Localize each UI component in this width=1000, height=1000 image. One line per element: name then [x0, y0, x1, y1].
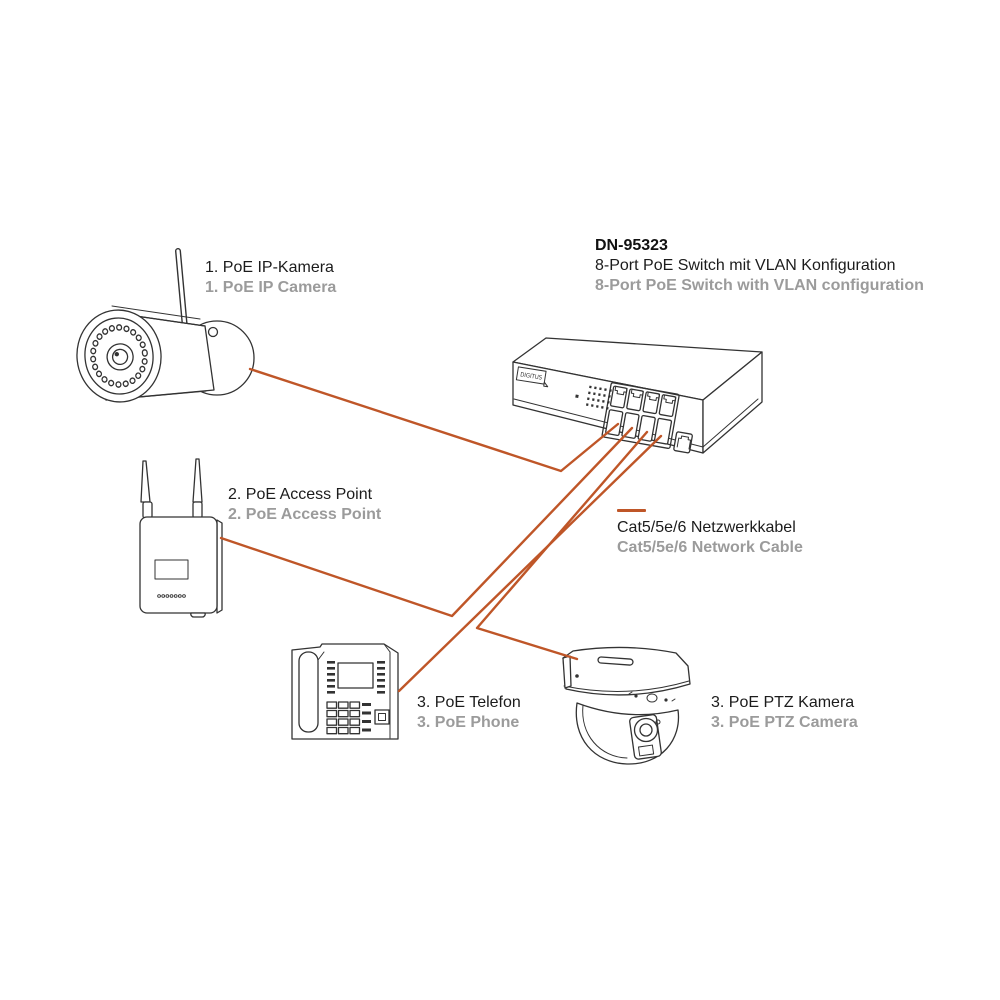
uplink-port: [673, 431, 693, 454]
switch-title-block: DN-95323 8-Port PoE Switch mit VLAN Konf…: [595, 236, 924, 296]
ptz-housing: [562, 646, 691, 696]
ptz-dome: [575, 702, 680, 765]
label-ip-camera-de: 1. PoE IP-Kamera: [205, 259, 334, 276]
phone-softkeys: [327, 661, 385, 694]
ip-camera-drawing: [76, 248, 255, 403]
access-point-drawing: [139, 458, 223, 618]
ap-body: [139, 516, 218, 614]
phone-function-keys: [362, 703, 371, 732]
label-phone-en: 3. PoE Phone: [417, 714, 520, 731]
ptz-camera-drawing: [562, 646, 691, 765]
ptz-lens: [629, 714, 662, 760]
label-ip-camera: 1. PoE IP-Kamera 1. PoE IP Camera: [205, 258, 336, 298]
label-phone: 3. PoE Telefon 3. PoE Phone: [417, 693, 521, 733]
cable-ip-camera: [248, 367, 620, 473]
ap-side-face: [216, 519, 223, 614]
digitus-logo-text: DIGITUS: [520, 371, 543, 381]
led-grid: [585, 385, 614, 410]
switch-model: DN-95323: [595, 237, 668, 254]
label-phone-de: 3. PoE Telefon: [417, 694, 521, 711]
network-cables: [219, 367, 663, 693]
switch-subtitle-en: 8-Port PoE Switch with VLAN configuratio…: [595, 277, 924, 294]
switch-front-details: [575, 382, 693, 454]
cable-phone: [397, 434, 663, 693]
ap-antennas: [140, 458, 203, 519]
ptz-side-tab: [562, 655, 572, 689]
label-ptz-camera-en: 3. PoE PTZ Camera: [711, 714, 858, 731]
poe-switch-drawing: DIGITUS: [512, 337, 763, 454]
cable-ptz-camera: [475, 430, 649, 661]
legend-label-de: Cat5/5e/6 Netzwerkkabel: [617, 519, 796, 536]
label-access-point-en: 2. PoE Access Point: [228, 506, 382, 523]
phone-display: [337, 662, 374, 689]
ptz-top-slot: [597, 656, 634, 666]
ap-label-window: [154, 559, 189, 580]
switch-subtitle-de: 8-Port PoE Switch mit VLAN Konfiguration: [595, 257, 896, 274]
camera-front-face: [76, 309, 162, 403]
label-ptz-camera-de: 3. PoE PTZ Kamera: [711, 694, 855, 711]
legend-label-en: Cat5/5e/6 Network Cable: [617, 539, 803, 556]
ptz-band-details: [628, 691, 676, 703]
ap-foot: [190, 612, 206, 618]
label-access-point-de: 2. PoE Access Point: [228, 486, 373, 503]
phone-nav-button: [374, 709, 390, 725]
cable-legend: Cat5/5e/6 Netzwerkkabel Cat5/5e/6 Networ…: [617, 505, 803, 558]
label-access-point: 2. PoE Access Point 2. PoE Access Point: [228, 485, 381, 525]
cable-color-swatch: [617, 509, 646, 512]
rj45-port-block: [601, 382, 680, 450]
power-led: [575, 394, 579, 398]
label-ptz-camera: 3. PoE PTZ Kamera 3. PoE PTZ Camera: [711, 693, 858, 733]
phone-keypad: [326, 701, 361, 735]
switch-right-face: [702, 351, 763, 454]
label-ip-camera-en: 1. PoE IP Camera: [205, 279, 337, 296]
phone-handset: [298, 651, 319, 733]
ip-phone-drawing: [291, 643, 399, 740]
digitus-logo: DIGITUS: [515, 366, 549, 388]
cable-access-point: [219, 426, 634, 618]
